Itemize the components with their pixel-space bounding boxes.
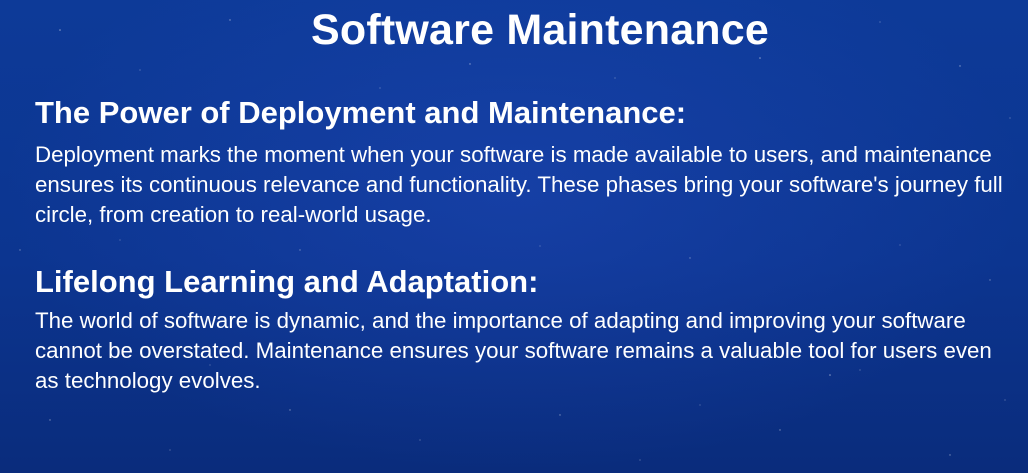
slide-title: Software Maintenance	[311, 6, 769, 54]
section-body-deployment: Deployment marks the moment when your so…	[35, 142, 1003, 227]
section-body-learning: The world of software is dynamic, and th…	[35, 308, 992, 393]
section-heading-deployment: The Power of Deployment and Maintenance:	[35, 95, 687, 130]
section-heading-learning: Lifelong Learning and Adaptation:	[35, 264, 539, 299]
